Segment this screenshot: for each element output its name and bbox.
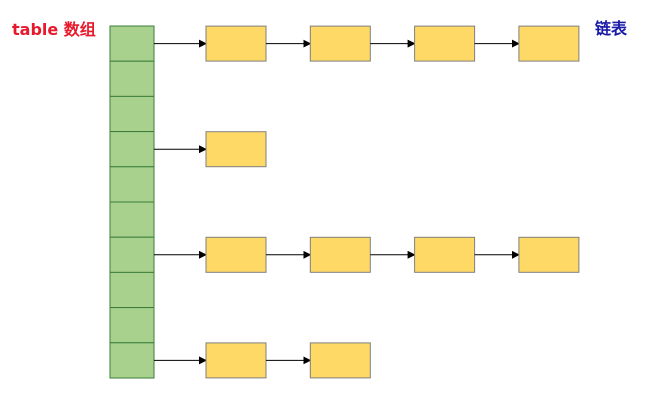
table-bucket: [109, 342, 155, 379]
list-node: [205, 236, 267, 273]
table-array-label: table 数组: [12, 20, 96, 39]
table-bucket: [109, 166, 155, 203]
linked-list-label: 链表: [595, 19, 628, 38]
list-node: [205, 131, 267, 168]
list-node: [518, 25, 580, 62]
table-array: [109, 25, 155, 379]
table-bucket: [109, 271, 155, 309]
table-bucket: [109, 95, 155, 133]
list-node: [414, 25, 476, 62]
table-bucket: [109, 236, 155, 273]
table-bucket: [109, 60, 155, 97]
list-node: [414, 236, 476, 273]
list-node: [309, 25, 371, 62]
table-bucket: [109, 201, 155, 238]
table-bucket: [109, 25, 155, 62]
list-node: [309, 342, 371, 379]
list-node: [309, 236, 371, 273]
table-bucket: [109, 307, 155, 344]
table-bucket: [109, 131, 155, 168]
linked-lists: [154, 25, 580, 379]
list-node: [518, 236, 580, 273]
list-node: [205, 342, 267, 379]
list-node: [205, 25, 267, 62]
